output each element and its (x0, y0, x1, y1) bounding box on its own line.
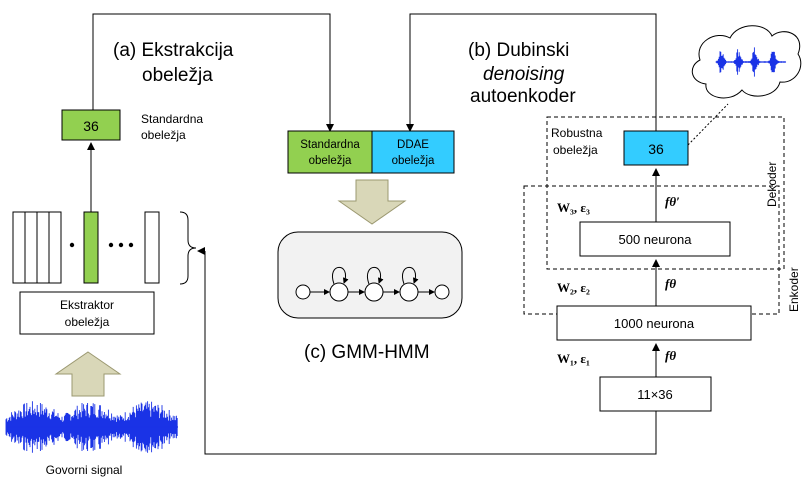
hmm-state-2 (364, 282, 384, 302)
connector-signal-to-ddae (204, 251, 660, 455)
speech-signal-label: Govorni signal (46, 463, 123, 477)
block-arrow-up (54, 351, 122, 397)
section-b-title-line2: denoising (483, 64, 565, 85)
gmm-ddae-input-line2: obeležja (392, 155, 435, 167)
w3-label: W₃, ε₃ (557, 200, 590, 215)
frame-2 (24, 211, 38, 284)
frame-dot (128, 242, 134, 248)
input-layer-box (599, 376, 712, 412)
robust-feature-label-line1: Robustna (551, 126, 603, 140)
block-arrow-down (337, 179, 407, 225)
layer-500-box (579, 221, 731, 257)
hmm-end-state (434, 284, 450, 300)
section-a-title-line1: (a) Ekstrakcija (113, 40, 234, 61)
frame-dot (108, 242, 114, 248)
f-theta-prime-label: fθ′ (665, 194, 680, 209)
frame-1 (12, 211, 26, 284)
gmm-ddae-input-box (371, 130, 455, 174)
gmm-ddae-input-line1: DDAE (397, 139, 429, 151)
gmm-standard-input-line2: obeležja (309, 155, 352, 167)
hmm-self-loop (332, 267, 349, 285)
section-b-title-line1: (b) Dubinski (468, 40, 569, 61)
section-c-title: (c) GMM-HMM (304, 342, 430, 363)
section-b-title-line3: autoenkoder (470, 86, 576, 107)
frame-selected (83, 211, 99, 284)
frame-4 (48, 211, 62, 284)
connector-standard-features (92, 13, 334, 132)
feature-extractor-box (19, 291, 155, 335)
f-theta-label-2: fθ (665, 276, 676, 291)
robust-feature-box (623, 130, 689, 166)
hmm-panel (277, 231, 463, 319)
input-layer-label: 11×36 (637, 387, 673, 402)
cloud-connector (687, 103, 729, 146)
w2-label: W₂, ε₂ (557, 280, 590, 295)
standard-feature-value: 36 (83, 118, 99, 134)
hmm-start-state (295, 284, 311, 300)
standard-feature-label-line1: Standardna (141, 112, 203, 126)
hmm-state-3 (399, 282, 419, 302)
frame-3 (36, 211, 50, 284)
extractor-label-line2: obeležja (65, 315, 110, 329)
gmm-standard-input-line1: Standardna (300, 139, 360, 151)
extractor-label-line1: Ekstraktor (60, 298, 114, 312)
clean-waveform (715, 47, 787, 77)
layer-1000-box (556, 305, 752, 341)
frame-dot (118, 242, 124, 248)
standard-feature-label-line2: obeležja (141, 128, 186, 142)
robust-feature-value: 36 (648, 141, 664, 157)
frame-dot (69, 242, 75, 248)
hmm-state-1 (329, 282, 349, 302)
f-theta-label-1: fθ (665, 348, 676, 363)
standard-feature-box (61, 109, 121, 141)
frames-brace (179, 211, 197, 285)
encoder-region (523, 185, 780, 315)
w1-label: W₁, ε₁ (557, 351, 590, 366)
frame-last (144, 211, 160, 284)
robust-feature-label-line2: obeležja (553, 143, 598, 157)
layer-500-label: 500 neurona (618, 232, 692, 247)
section-a-title-line2: obeležja (142, 65, 213, 86)
decoder-label: Dekoder (765, 162, 779, 207)
decoder-region (546, 116, 785, 270)
layer-1000-label: 1000 neurona (614, 316, 695, 331)
hmm-self-loop (402, 267, 419, 285)
encoder-label: Enkoder (787, 267, 801, 312)
speech-waveform (5, 401, 178, 453)
hmm-self-loop (367, 267, 384, 285)
connector-ddae-features (406, 13, 657, 132)
